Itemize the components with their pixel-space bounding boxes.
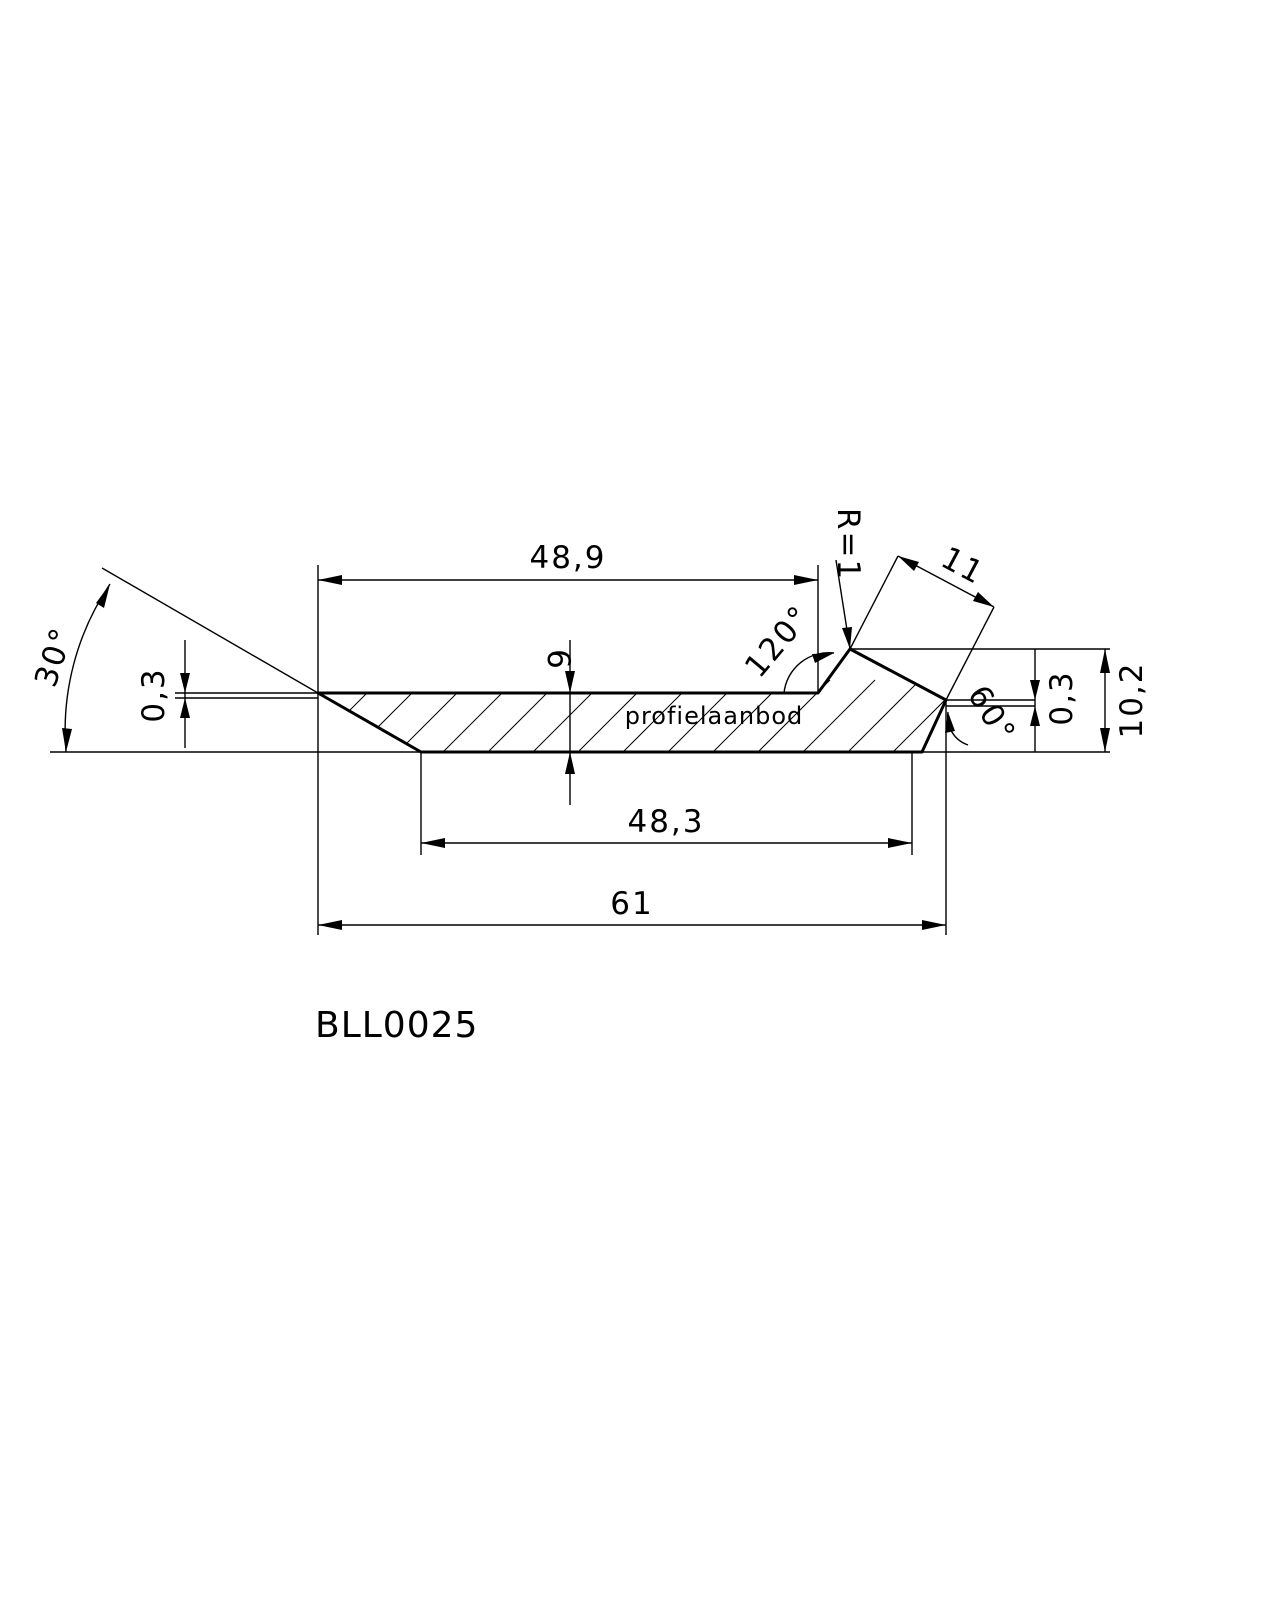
- dim-radius: R=1: [830, 508, 866, 650]
- slope-30-line: [101, 567, 319, 694]
- dim-angle-left: 30°: [28, 583, 111, 753]
- dim-top-length-label: 48,9: [529, 540, 606, 576]
- dim-thickness: 6: [540, 640, 576, 805]
- dim-angle-inner: 120°: [738, 598, 835, 694]
- dim-offset-left-label: 0,3: [136, 667, 172, 722]
- dim-angle-left-label: 30°: [28, 622, 81, 691]
- dim-total-height-label: 10,2: [1114, 661, 1150, 738]
- dim-bottom-length-label: 48,3: [627, 804, 704, 840]
- profile-outline: [316, 647, 948, 754]
- dim-chamfer-length-label: 11: [935, 540, 990, 592]
- dim-top-length: 48,9: [318, 540, 818, 585]
- dim-total-height: 10,2: [1100, 649, 1150, 752]
- dim-offset-right: 0,3: [1030, 649, 1080, 752]
- dim-overall-length: 61: [318, 886, 946, 930]
- dim-thickness-label: 6: [540, 649, 576, 671]
- dim-offset-right-label: 0,3: [1044, 670, 1080, 725]
- dim-angle-right-label: 60°: [960, 679, 1023, 750]
- dim-angle-inner-label: 120°: [738, 598, 819, 684]
- watermark-text: profielaanbod: [625, 702, 804, 730]
- dim-radius-label: R=1: [830, 508, 866, 581]
- dim-bottom-length: 48,3: [421, 804, 912, 848]
- dim-offset-left: 0,3: [136, 640, 190, 748]
- dim-overall-length-label: 61: [610, 886, 653, 922]
- dim-chamfer-length: 11: [849, 540, 995, 701]
- dim-angle-right: 60°: [945, 679, 1023, 750]
- profile-hatching: [318, 649, 946, 752]
- product-code: BLL0025: [315, 1005, 478, 1046]
